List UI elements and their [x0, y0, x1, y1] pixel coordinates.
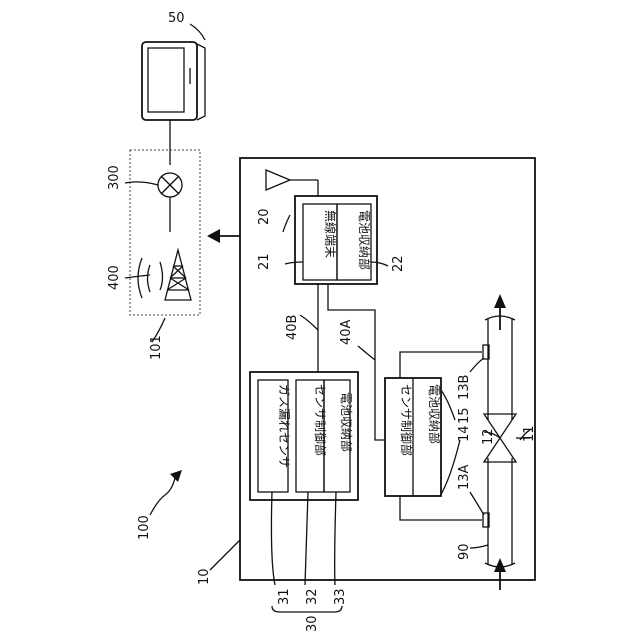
ref-sensor-unit-group: 30: [305, 615, 320, 632]
display-terminal: [142, 42, 205, 120]
system-leader-arrowhead: [170, 470, 182, 482]
switch-node: [158, 173, 182, 197]
ref-gas-pipe: 90: [457, 543, 472, 560]
valve-sensor-control-label: センサ制御部: [399, 384, 414, 456]
ref-battery-sensor: 33: [333, 588, 348, 605]
antenna-icon: [266, 170, 318, 196]
group-brace: [272, 606, 342, 612]
valve-battery-storage-label: 電池収納部: [427, 384, 442, 444]
ref-sensor-control: 32: [305, 588, 320, 605]
port-a-wire: [400, 496, 482, 520]
sensor-control-leader: [305, 492, 308, 585]
battery-storage-sensor-label: 電池収納部: [339, 392, 354, 452]
ref-display: 50: [168, 11, 185, 26]
ref-network: 101: [149, 335, 164, 360]
ref-system: 100: [137, 515, 152, 540]
line-a-leader: [358, 346, 375, 360]
sensor-control-label: センサ制御部: [313, 384, 328, 456]
enclosure-leader: [210, 540, 240, 570]
ref-line-b: 40B: [285, 315, 300, 340]
port-a-leader: [470, 492, 484, 515]
ref-hole-14: 14: [457, 425, 472, 442]
ref-battery-wireless: 22: [391, 255, 406, 272]
line-b-leader: [300, 315, 318, 330]
ref-switch: 300: [107, 165, 122, 190]
ref-hole-15: 15: [457, 407, 472, 424]
ref-base-station: 400: [107, 265, 122, 290]
ref-gas-leak-sensor: 31: [277, 588, 292, 605]
gas-sensor-leader: [271, 492, 275, 585]
wireless-terminal-leader: [285, 262, 303, 264]
port-b-wire: [400, 352, 482, 378]
ref-port-b: 13B: [457, 375, 472, 400]
ref-valve-body: 12: [481, 428, 496, 445]
display-leader: [190, 24, 205, 40]
port-b-leader: [470, 358, 484, 372]
signal-line-a: [328, 284, 385, 440]
main-enclosure: [240, 158, 535, 580]
pipe-leader: [470, 545, 488, 548]
ref-wireless-unit: 20: [257, 208, 272, 225]
ref-line-a: 40A: [339, 319, 354, 345]
battery-sensor-leader: [335, 492, 336, 585]
hole-15-leader: [441, 390, 455, 420]
wireless-terminal-label: 無線端末: [323, 210, 338, 258]
system-leader: [150, 478, 175, 515]
flow-arrow-out: [494, 294, 506, 330]
ref-main-enclosure: 10: [197, 568, 212, 585]
ref-port-a: 13A: [457, 464, 472, 490]
wireless-unit-leader: [283, 215, 290, 232]
flow-arrow-in: [494, 558, 506, 590]
transmit-arrow: [207, 229, 240, 243]
gas-leak-sensor-label: ガス漏れセンサ: [277, 384, 291, 468]
ref-wireless-terminal: 21: [257, 253, 272, 270]
battery-wireless-leader: [371, 262, 388, 266]
battery-storage-wireless-label: 電池収納部: [357, 210, 372, 270]
ref-valve: 11: [522, 425, 537, 442]
